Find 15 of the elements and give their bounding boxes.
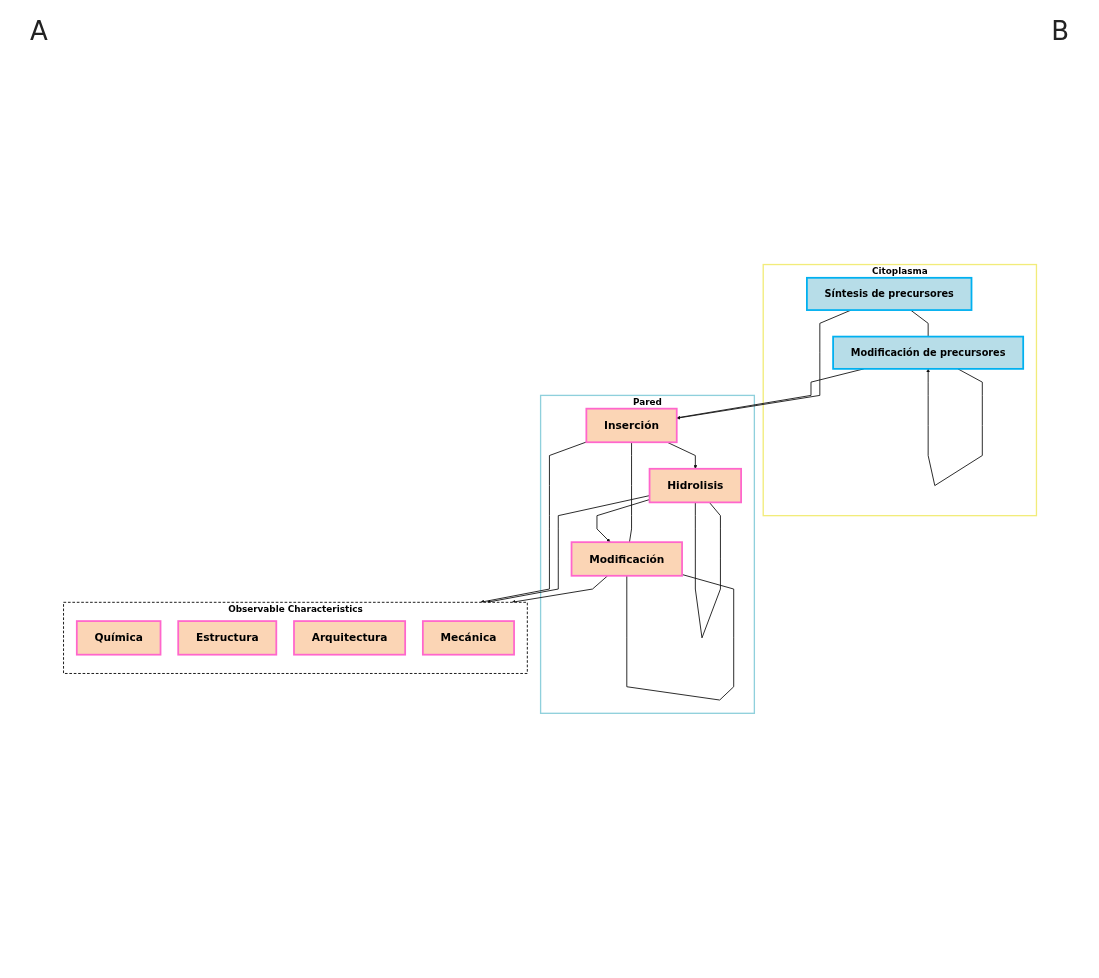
- node-box: Química: [75, 620, 162, 656]
- connector: [626, 574, 735, 701]
- connector: [629, 441, 632, 543]
- node-box: Modificación: [570, 541, 683, 577]
- connector: [910, 309, 929, 338]
- node-box: Inserción: [585, 407, 678, 444]
- panel-letter: A: [30, 16, 48, 46]
- node-box: Estructura: [177, 620, 278, 656]
- node-box: Síntesis de precursores: [806, 277, 973, 312]
- connector: [694, 502, 721, 639]
- node-box: Hidrolisis: [648, 467, 742, 504]
- node-box: Arquitectura: [293, 620, 407, 656]
- node-box: Mecánica: [421, 620, 515, 656]
- panel-letter: B: [1051, 16, 1069, 46]
- node-box: Modificación de precursores: [832, 335, 1025, 370]
